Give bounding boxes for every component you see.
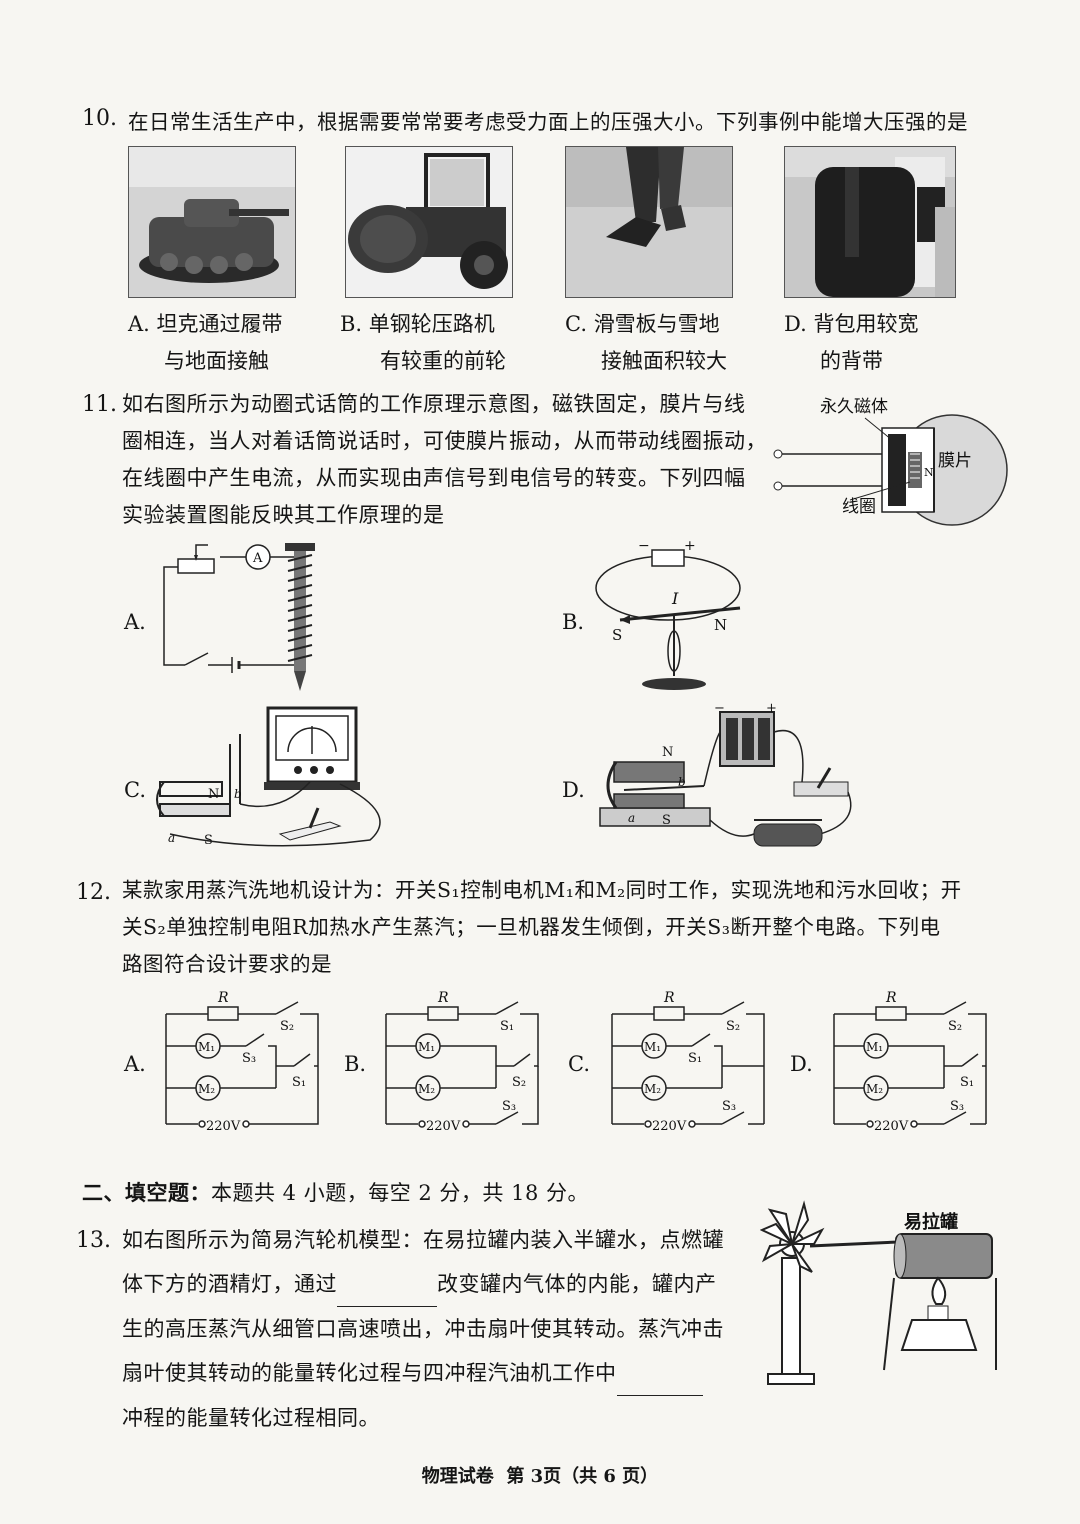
tank-image [129, 147, 295, 297]
cb-r: R [437, 990, 449, 1006]
q12-number: 12. [76, 880, 111, 905]
q12-option-c: C. [568, 1052, 590, 1076]
can-label: 易拉罐 [904, 1211, 958, 1233]
ca-s1: S₁ [292, 1075, 306, 1090]
cc-m1: M₁ [644, 1040, 661, 1054]
cb-m2: M₂ [418, 1082, 435, 1096]
q11-option-d: D. [562, 778, 585, 802]
cd-s1: S₁ [960, 1075, 974, 1090]
battery-minus-label: − [638, 538, 650, 554]
cc-s1: S₁ [688, 1051, 702, 1066]
battery-plus-label: + [684, 538, 696, 554]
cd-v: 220V [874, 1119, 909, 1134]
roller-image [346, 147, 512, 297]
q10-number: 10. [82, 106, 117, 131]
cb-v: 220V [426, 1119, 461, 1134]
cc-s3: S₃ [722, 1099, 736, 1114]
q11-option-b: B. [562, 610, 585, 634]
q11-option-c: C. [124, 778, 146, 802]
q11-text: 如右图所示为动圈式话筒的工作原理示意图，磁铁固定，膜片与线 圈相连，当人对着话筒… [122, 392, 767, 527]
section2-desc: 本题共 4 小题，每空 2 分，共 18 分。 [211, 1181, 589, 1205]
mic-diaphragm-label: 膜片 [938, 451, 972, 471]
microphone-diagram: 永久磁体 N 膜片 线圈 [773, 397, 1008, 526]
page-footer: 物理试卷 第 3页（共 6 页） [421, 1466, 659, 1487]
fig-d-minus-label: − [714, 702, 725, 716]
q12-text: 某款家用蒸汽洗地机设计为：开关S₁控制电机M₁和M₂同时工作，实现洗地和污水回收… [122, 878, 962, 976]
mic-magnet-label: 永久磁体 [820, 397, 888, 417]
roller-photo [345, 146, 513, 298]
q10-option-a: A. 坦克通过履带 与地面接触 [128, 312, 283, 373]
cc-s2: S₂ [726, 1019, 740, 1034]
q13-number: 13. [76, 1228, 111, 1253]
fig-d-n-label: N [662, 745, 673, 760]
cd-s3: S₃ [950, 1099, 964, 1114]
circuit-d: R S₂ M₁ M₂ S₁ S₃ 220V [833, 990, 987, 1134]
fig-d-b-label: b [678, 775, 686, 789]
ca-r: R [217, 990, 229, 1006]
fig-c-b-label: b [234, 787, 242, 801]
q12-option-b: B. [344, 1052, 367, 1076]
needle-n-label: N [714, 616, 727, 634]
q10-option-c: C. 滑雪板与雪地 接触面积较大 [565, 312, 727, 373]
q10-stem: 在日常生活生产中，根据需要常常要考虑受力面上的压强大小。下列事例中能增大压强的是 [128, 110, 968, 134]
mic-pole-label: N [924, 466, 934, 479]
fig-c-generator: N S a b [156, 706, 381, 848]
ski-image [566, 147, 732, 297]
q12-option-d: D. [790, 1052, 813, 1076]
q11-number: 11. [82, 392, 117, 417]
cb-s3: S₃ [502, 1099, 516, 1114]
cb-m1: M₁ [418, 1040, 435, 1054]
ca-s2: S₂ [280, 1019, 294, 1034]
needle-s-label: S [612, 626, 622, 644]
ca-m2: M₂ [198, 1082, 215, 1096]
fig-d-s-label: S [662, 813, 671, 828]
cb-s1: S₁ [500, 1019, 514, 1034]
backpack-image [785, 147, 955, 297]
fig-d-a-label: a [628, 811, 635, 825]
q13-text: 如右图所示为简易汽轮机模型：在易拉罐内装入半罐水，点燃罐 体下方的酒精灯，通过 … [122, 1228, 724, 1430]
q10-option-b: B. 单钢轮压路机 有较重的前轮 [340, 312, 506, 373]
section2-heading: 二、填空题：本题共 4 小题，每空 2 分，共 18 分。 [82, 1174, 589, 1212]
q10-option-d: D. 背包用较宽 的背带 [784, 312, 919, 373]
section2-title: 二、填空题： [82, 1180, 211, 1205]
cc-r: R [663, 990, 675, 1006]
cd-m1: M₁ [866, 1040, 883, 1054]
cc-m2: M₂ [644, 1082, 661, 1096]
q13-blank-2[interactable] [616, 1351, 703, 1396]
circuit-a: R S₂ M₁ S₃ M₂ S₁ 220V [165, 990, 319, 1134]
cb-s2: S₂ [512, 1075, 526, 1090]
cd-s2: S₂ [948, 1019, 962, 1034]
q11-option-a: A. [124, 610, 146, 634]
q13-blank-1[interactable] [337, 1262, 437, 1307]
ca-s3: S₃ [242, 1051, 256, 1066]
cc-v: 220V [652, 1119, 687, 1134]
tank-photo [128, 146, 296, 298]
ammeter-label: A [252, 551, 263, 566]
skiing-photo [565, 146, 733, 298]
q12-option-a: A. [124, 1052, 146, 1076]
circuit-b: R S₁ M₁ M₂ S₂ S₃ 220V [385, 990, 539, 1134]
fig-c-a-label: a [168, 831, 175, 845]
backpack-photo [784, 146, 956, 298]
fig-d-plus-label: + [766, 702, 777, 716]
cd-r: R [885, 990, 897, 1006]
turbine-model-diagram: 易拉罐 [760, 1200, 997, 1385]
cd-m2: M₂ [866, 1082, 883, 1096]
circuit-c: R S₂ M₁ S₁ M₂ S₃ 220V [611, 990, 765, 1134]
ca-v: 220V [206, 1119, 241, 1134]
fig-d-motor: − + N S a b [599, 702, 852, 847]
current-label: I [671, 589, 679, 608]
fig-b-oersted: − + I S N [595, 538, 741, 690]
fig-c-n-label: N [208, 787, 219, 802]
mic-coil-label: 线圈 [842, 497, 876, 517]
fig-a-electromagnet: A [163, 543, 315, 691]
ca-m1: M₁ [198, 1040, 215, 1054]
